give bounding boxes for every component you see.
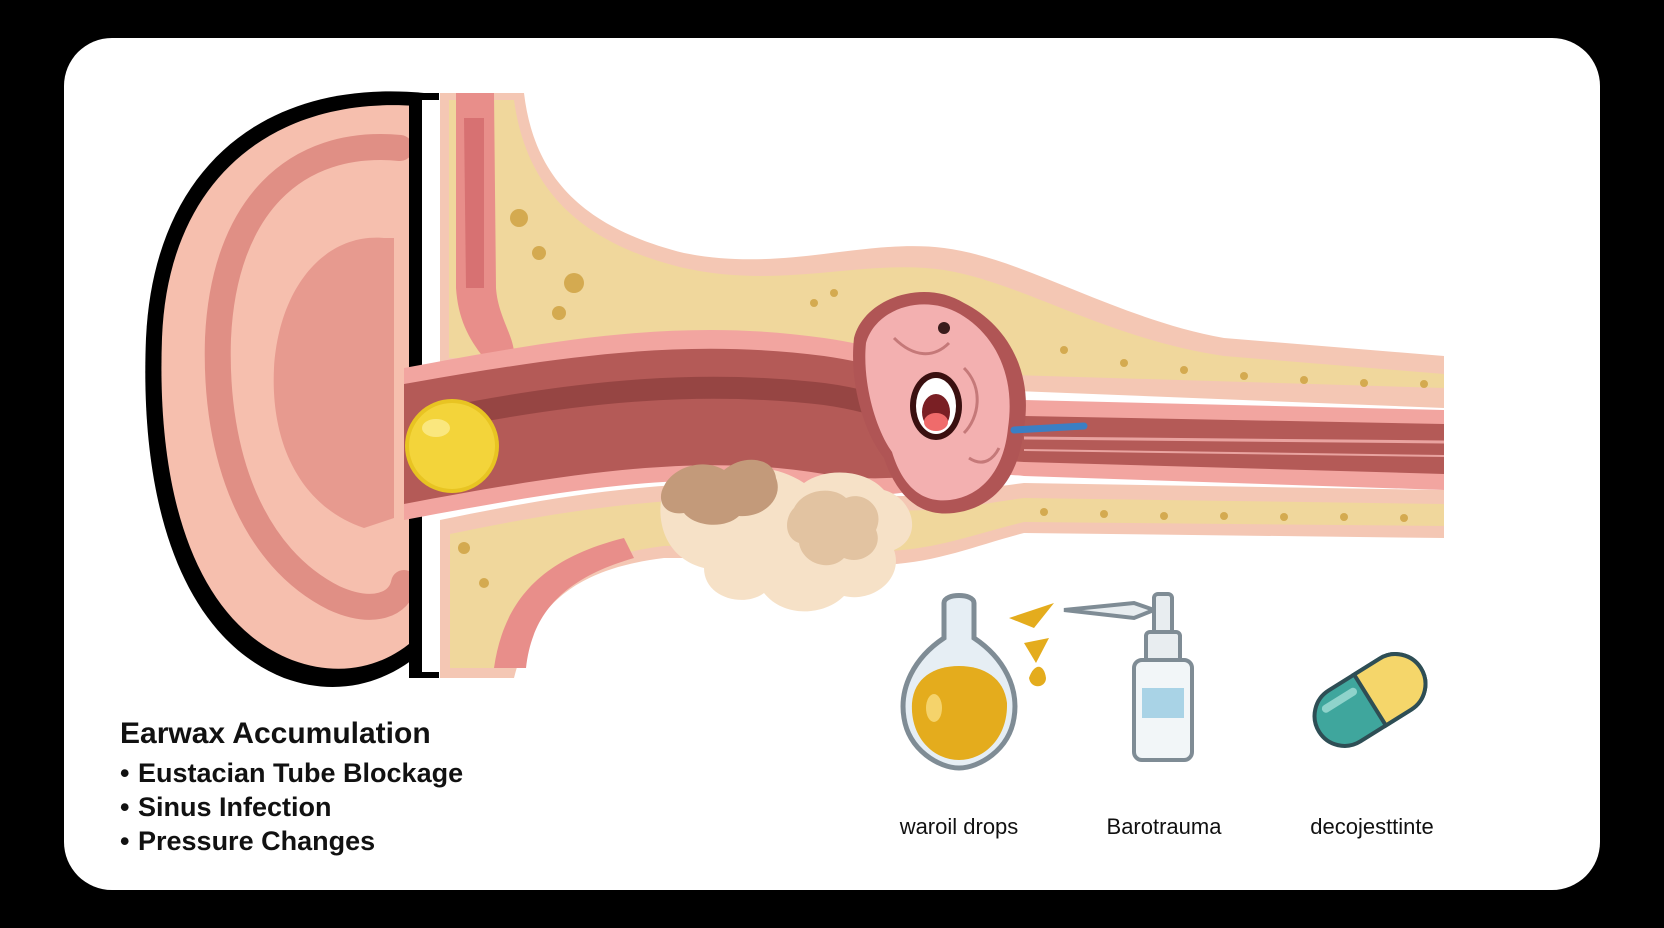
treatment-label-spray: Barotrauma xyxy=(1106,814,1222,839)
causes-items: • Eustacian Tube Blockage • Sinus Infectio… xyxy=(120,756,463,858)
treatment-label-oil-drops: waroil drops xyxy=(899,814,1019,839)
diagram-card: Earwax Accumulation • Eustacian Tube Bloc… xyxy=(64,38,1600,890)
upper-tissue xyxy=(440,93,1444,408)
ear-anatomy-illustration xyxy=(145,91,1445,687)
causes-list: Earwax Accumulation • Eustacian Tube Bloc… xyxy=(120,714,463,858)
causes-heading: Earwax Accumulation xyxy=(120,717,431,750)
cause-item: • Pressure Changes xyxy=(120,824,463,858)
middle-ear xyxy=(853,291,1088,514)
treatment-label-capsule: decojesttinte xyxy=(1310,814,1434,839)
cause-item: • Sinus Infection xyxy=(120,790,463,824)
cause-item: • Eustacian Tube Blockage xyxy=(120,756,463,790)
bullet-icon: • xyxy=(120,826,130,856)
bullet-icon: • xyxy=(120,792,130,822)
cause-label: Pressure Changes xyxy=(138,826,376,856)
earwax-ball xyxy=(405,399,499,493)
bullet-icon: • xyxy=(120,758,130,788)
cause-label: Eustacian Tube Blockage xyxy=(138,758,464,788)
bone-mass xyxy=(660,459,913,612)
outer-ear xyxy=(145,91,440,687)
cause-label: Sinus Infection xyxy=(138,792,332,822)
